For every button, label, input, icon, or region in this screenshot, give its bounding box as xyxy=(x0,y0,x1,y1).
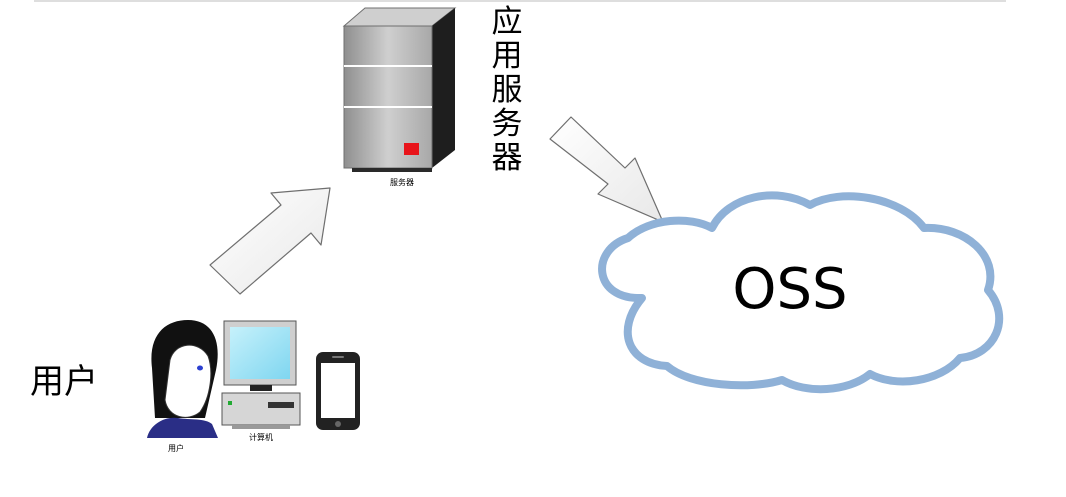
server-caption: 服务器 xyxy=(390,177,414,187)
svg-text:服: 服 xyxy=(492,72,523,108)
person-caption: 用户 xyxy=(168,443,184,453)
smartphone-icon xyxy=(316,352,360,430)
computer-caption: 计算机 xyxy=(249,432,273,442)
oss-label: OSS xyxy=(732,257,847,322)
svg-text:务: 务 xyxy=(492,106,523,142)
arrow-server-to-oss xyxy=(549,116,664,223)
svg-text:用: 用 xyxy=(492,38,523,74)
computer-icon xyxy=(221,320,301,429)
user-node: 用户 用户 计算机 xyxy=(30,320,360,453)
person-icon xyxy=(147,320,218,438)
app-server-label: 应 用 服 务 器 xyxy=(492,4,523,176)
oss-storage-node: OSS xyxy=(598,191,1004,394)
server-indicator-light xyxy=(404,143,419,155)
cloud-icon xyxy=(598,191,1004,394)
app-server-node: 服务器 应 用 服 务 器 xyxy=(342,4,523,187)
user-label: 用户 xyxy=(30,362,98,402)
arrow-user-to-server xyxy=(209,187,331,295)
monitor-screen xyxy=(230,327,290,379)
svg-text:器: 器 xyxy=(492,140,523,176)
server-icon xyxy=(342,7,457,172)
svg-text:应: 应 xyxy=(492,4,523,40)
